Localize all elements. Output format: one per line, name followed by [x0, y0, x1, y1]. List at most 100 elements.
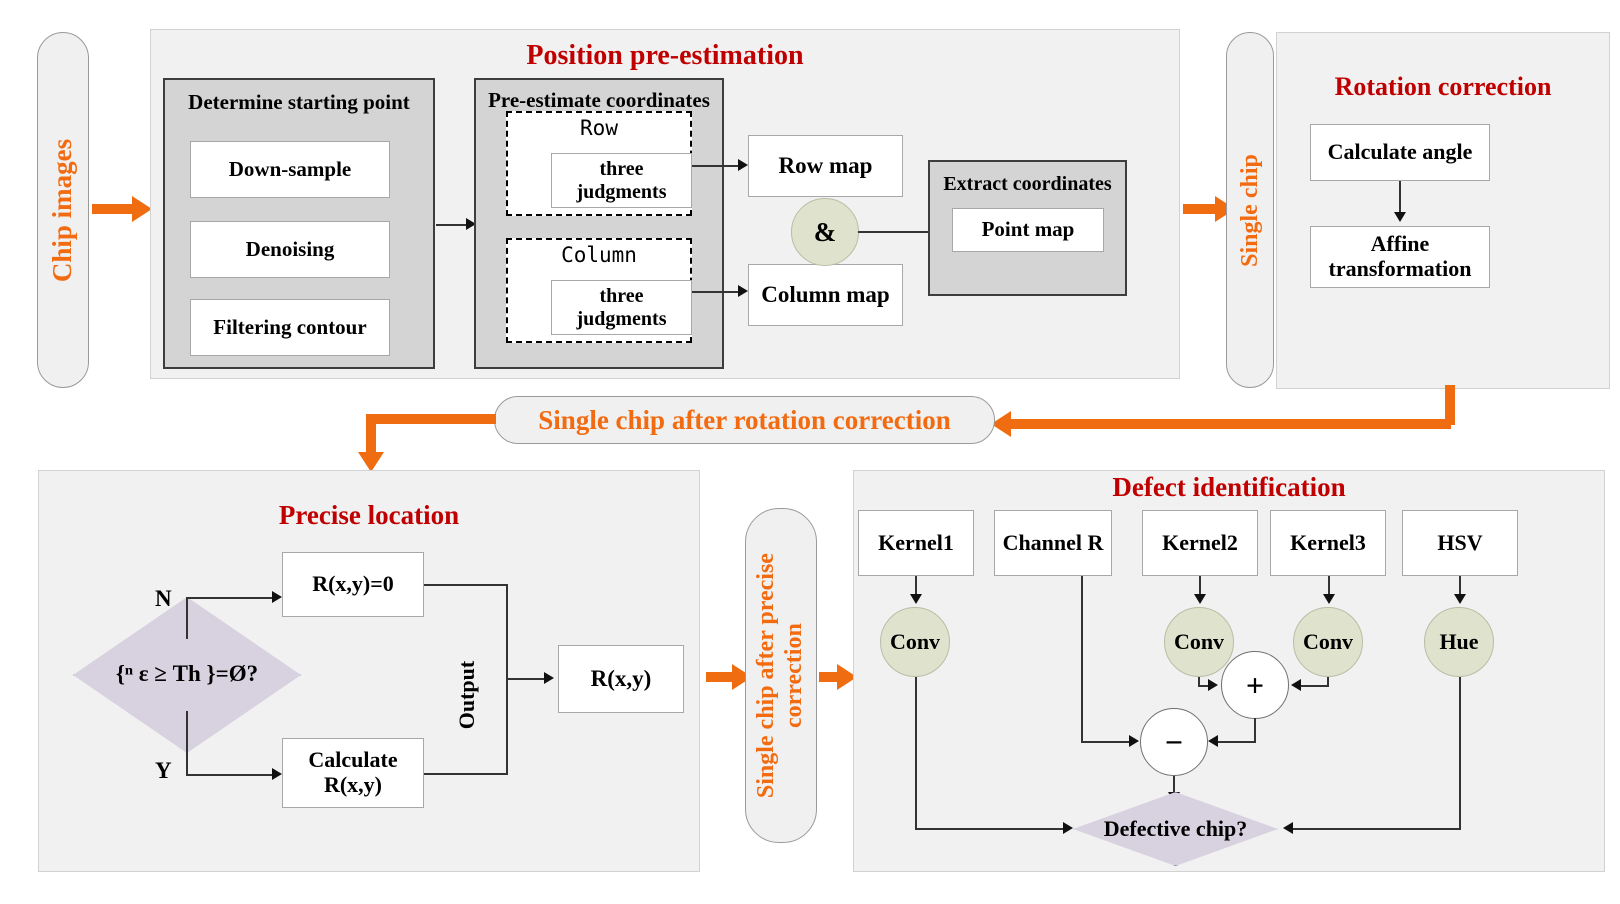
group-determine-starting-point-title: Determine starting point	[188, 90, 410, 114]
line-plus-to-minus-v	[1254, 718, 1256, 743]
line-and-to-extract	[858, 231, 930, 233]
node-filtering-contour: Filtering contour	[190, 299, 390, 356]
output-rail-label: Output	[447, 640, 487, 750]
orange-connector-pill-left	[366, 414, 496, 424]
line-calcr-to-rail	[424, 773, 508, 775]
decision-epsilon-threshold-label: {ⁿ ε ≥ Th }=Ø?	[115, 661, 259, 686]
line-branch-yes-vertical	[186, 711, 188, 775]
arrowhead-rail-to-result	[544, 672, 554, 684]
orange-arrowhead-to-rotationpill	[991, 411, 1011, 437]
arrowhead-startpoint-to-preestimate	[466, 218, 476, 230]
line-branch-no-horizontal	[186, 597, 276, 599]
node-result-r: R(x,y)	[558, 645, 684, 713]
branch-no-label: N	[155, 586, 172, 611]
node-point-map: Point map	[952, 208, 1104, 252]
panel-rotation-correction	[1276, 32, 1610, 389]
line-branch-yes-horizontal	[186, 774, 276, 776]
branch-yes-label: Y	[155, 758, 172, 783]
decision-defective-chip-label: Defective chip?	[1103, 816, 1248, 841]
node-conv1: Conv	[880, 607, 950, 677]
line-kernel2-to-conv2	[1199, 576, 1201, 598]
orange-connector-pill-to-defect	[819, 672, 839, 682]
panel-rotation-heading: Rotation correction	[1334, 72, 1552, 101]
arrowhead-kernel3-to-conv3	[1323, 594, 1335, 604]
line-column-to-columnmap	[692, 291, 742, 293]
line-conv2-to-plus-h	[1198, 685, 1212, 687]
node-calculate-angle: Calculate angle	[1310, 124, 1490, 181]
orange-connector-precise-to-pill	[706, 672, 734, 682]
node-and-operator: &	[791, 198, 859, 266]
line-kernel1-to-conv1	[915, 576, 917, 598]
line-rzero-to-rail	[424, 584, 508, 586]
arrowhead-conv2-to-plus	[1208, 679, 1218, 691]
line-hue-to-decision-h	[1292, 828, 1460, 830]
arrowhead-hsv-to-hue	[1454, 594, 1466, 604]
line-hsv-to-hue	[1459, 576, 1461, 598]
arrowhead-channelr-to-minus	[1129, 735, 1139, 747]
arrowhead-hue-to-decision	[1283, 822, 1293, 834]
line-minus-to-decision	[1173, 776, 1175, 798]
input-pill-single-chip-label: Single chip	[1236, 153, 1263, 267]
arrowhead-calcangle-to-affine	[1394, 212, 1406, 222]
node-column-three-judgments: three judgments	[551, 280, 692, 335]
line-conv2-to-plus-v	[1198, 677, 1200, 687]
line-row-to-rowmap	[692, 165, 742, 167]
orange-connector-rotation-left	[1010, 419, 1451, 429]
output-rail-label-text: Output	[454, 660, 480, 730]
arrowhead-column-to-columnmap	[738, 285, 748, 297]
node-hsv: HSV	[1402, 510, 1518, 576]
node-down-sample: Down-sample	[190, 141, 390, 198]
input-pill-chip-images: Chip images	[37, 32, 89, 388]
input-pill-single-chip: Single chip	[1226, 32, 1274, 388]
arrowhead-branch-yes	[272, 768, 282, 780]
arrowhead-kernel2-to-conv2	[1194, 594, 1206, 604]
panel-defect-heading: Defect identification	[1112, 472, 1346, 502]
input-pill-after-precise-line1: Single chip after precise	[753, 552, 780, 799]
dashed-group-column-label: Column	[561, 243, 637, 267]
node-row-three-judgments: three judgments	[551, 153, 692, 208]
orange-connector-rotation-down	[1445, 385, 1455, 425]
line-conv3-to-plus-h	[1300, 685, 1328, 687]
node-plus-operator: +	[1221, 651, 1289, 719]
node-minus-operator: −	[1140, 708, 1208, 776]
arrowhead-branch-no	[272, 591, 282, 603]
line-plus-to-minus-h	[1218, 741, 1256, 743]
node-calculate-r: Calculate R(x,y)	[282, 738, 424, 808]
node-affine-transformation: Affine transformation	[1310, 226, 1490, 288]
orange-arrowhead-to-precise-panel	[358, 452, 384, 472]
input-pill-after-rotation-label: Single chip after rotation correction	[538, 404, 951, 435]
line-channelr-to-minus-h	[1081, 741, 1133, 743]
orange-arrowhead-pill-to-defect	[837, 664, 857, 690]
input-pill-chip-images-label: Chip images	[47, 138, 78, 282]
node-kernel1: Kernel1	[858, 510, 974, 576]
arrowhead-conv3-to-plus	[1291, 679, 1301, 691]
input-pill-after-precise-line2: correction	[781, 623, 807, 728]
line-kernel3-to-conv3	[1328, 576, 1330, 598]
line-startpoint-to-preestimate	[436, 224, 468, 226]
line-conv1-to-decision-h	[915, 828, 1067, 830]
panel-position-heading: Position pre-estimation	[526, 40, 804, 71]
arrowhead-row-to-rowmap	[738, 159, 748, 171]
node-conv3: Conv	[1293, 607, 1363, 677]
line-conv3-to-plus-v	[1327, 677, 1329, 687]
line-hue-to-decision-v	[1459, 677, 1461, 830]
arrowhead-conv1-to-decision	[1063, 822, 1073, 834]
arrowhead-plus-to-minus	[1208, 735, 1218, 747]
dashed-group-row-label: Row	[580, 116, 618, 140]
group-pre-estimate-coordinates-title: Pre-estimate coordinates	[488, 88, 710, 112]
node-r-equals-zero: R(x,y)=0	[282, 552, 424, 617]
node-kernel2: Kernel2	[1142, 510, 1258, 576]
group-extract-coordinates-title: Extract coordinates	[943, 173, 1112, 195]
line-channelr-to-minus-v	[1081, 576, 1083, 742]
line-rail-to-result	[506, 678, 548, 680]
node-channel-r: Channel R	[994, 510, 1112, 576]
node-column-map: Column map	[748, 264, 903, 326]
orange-connector-pill-down	[366, 414, 376, 456]
node-hue: Hue	[1424, 607, 1494, 677]
decision-defective-chip	[1073, 792, 1278, 866]
line-conv1-to-decision-v	[915, 677, 917, 830]
input-pill-after-rotation: Single chip after rotation correction	[494, 396, 995, 444]
orange-connector-position-to-singlechip	[1183, 204, 1217, 214]
input-pill-after-precise-inner: Single chip after precise correction	[753, 553, 808, 798]
